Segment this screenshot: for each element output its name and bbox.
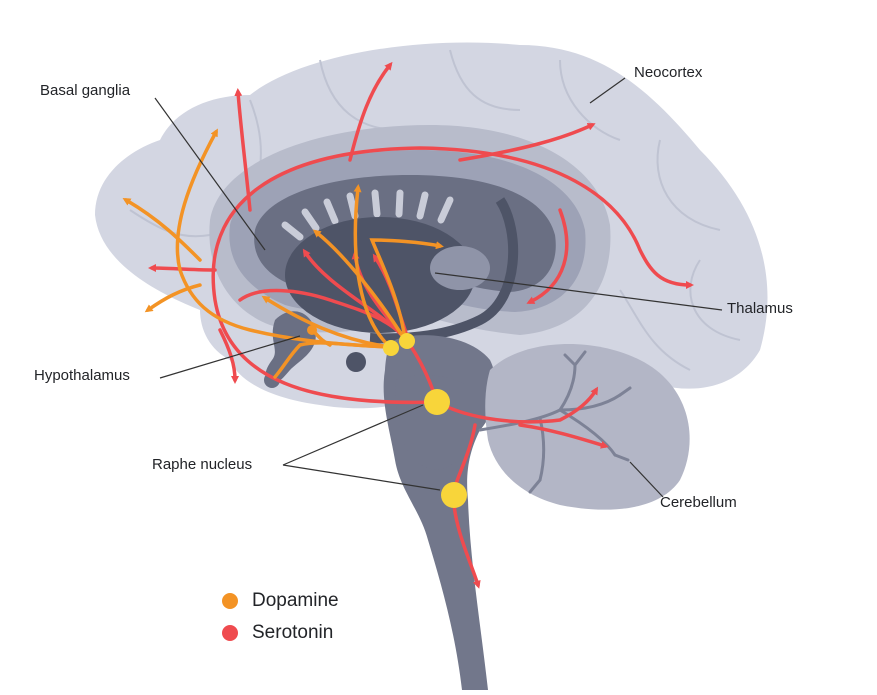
label-raphe-nucleus: Raphe nucleus xyxy=(152,456,253,473)
raphe-nucleus-upper xyxy=(424,389,450,415)
pons xyxy=(395,375,481,470)
legend-item-dopamine: Dopamine xyxy=(222,590,339,612)
striations xyxy=(281,189,454,241)
dopamine-swatch xyxy=(222,593,238,609)
mammillary-body xyxy=(346,352,366,372)
label-hypothalamus: Hypothalamus xyxy=(34,367,130,384)
legend-label: Serotonin xyxy=(252,622,334,643)
raphe-nucleus-lower xyxy=(441,482,467,508)
serotonin-swatch xyxy=(222,625,238,641)
label-thalamus: Thalamus xyxy=(727,300,793,317)
legend-item-serotonin: Serotonin xyxy=(222,622,333,644)
label-neocortex: Neocortex xyxy=(634,64,703,81)
label-basal-ganglia: Basal ganglia xyxy=(40,82,131,99)
thalamus-highlight xyxy=(430,246,490,290)
legend-label: Dopamine xyxy=(252,590,339,611)
label-cerebellum: Cerebellum xyxy=(660,494,737,511)
hypothalamus-shape xyxy=(265,311,316,383)
dopamine-nucleus-1 xyxy=(383,340,399,356)
serotonin-main-arc xyxy=(211,146,694,405)
leader-lines xyxy=(154,77,723,498)
dopamine-pathways xyxy=(122,128,444,379)
hypothalamus-dopamine-node xyxy=(307,325,317,335)
dopamine-nucleus-2 xyxy=(399,333,415,349)
